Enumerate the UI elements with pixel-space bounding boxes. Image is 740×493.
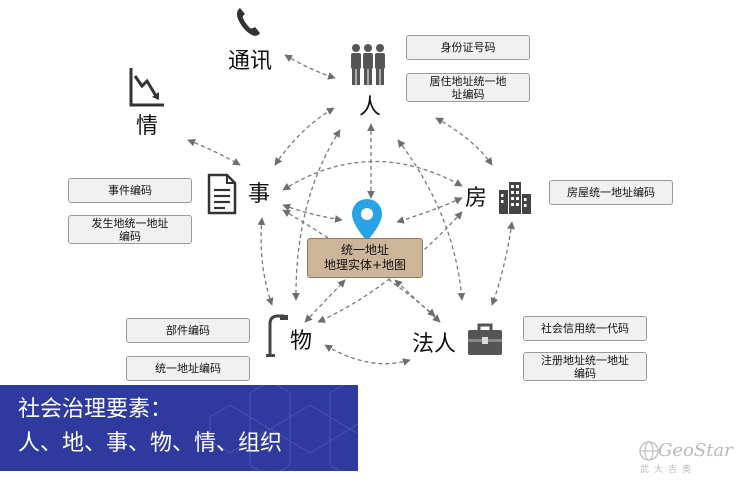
node-telecom: 通讯 bbox=[228, 49, 273, 74]
node-object: 物 bbox=[290, 329, 313, 354]
logo-name: GeoStar bbox=[658, 440, 733, 461]
center-line2: 地理实体+地图 bbox=[323, 258, 407, 272]
map-pin-icon bbox=[352, 199, 382, 241]
code-box-event-place: 发生地统一地址编码 bbox=[68, 215, 192, 244]
node-event: 事 bbox=[248, 182, 271, 207]
title-banner: 社会治理要素： 人、地、事、物、情、组织 bbox=[0, 385, 358, 471]
center-unified-address: 统一地址 地理实体+地图 bbox=[307, 238, 423, 278]
code-box-id-card: 身份证号码 bbox=[406, 35, 530, 60]
arrow-person-house bbox=[435, 117, 493, 166]
arrow-qing-event bbox=[187, 138, 241, 166]
arrow-object-center bbox=[304, 279, 346, 323]
logo-subtitle: 武大吉奥 bbox=[640, 465, 697, 475]
people-icon bbox=[351, 44, 385, 85]
node-house: 房 bbox=[465, 186, 488, 211]
code-box-address-code: 统一地址编码 bbox=[126, 356, 250, 381]
arrow-event-house bbox=[282, 160, 463, 191]
arrow-house-center bbox=[396, 197, 463, 224]
code-box-reg-address: 注册地址统一地址编码 bbox=[523, 352, 647, 381]
arrow-legal-center bbox=[394, 279, 441, 323]
arrow-house-legal bbox=[490, 221, 515, 306]
arrow-event-center bbox=[282, 203, 343, 223]
code-box-residence: 居住地址统一地址编码 bbox=[406, 73, 530, 102]
center-line1: 统一地址 bbox=[340, 243, 389, 257]
chart-decline-icon bbox=[129, 68, 164, 107]
briefcase-icon bbox=[468, 323, 502, 355]
banner-line1: 社会治理要素： bbox=[18, 397, 173, 422]
phone-icon bbox=[236, 8, 260, 36]
geostar-logo: GeoStar 武大吉奥 bbox=[638, 440, 734, 480]
document-icon bbox=[207, 173, 237, 215]
code-box-event-code: 事件编码 bbox=[68, 178, 192, 203]
buildings-icon bbox=[499, 182, 531, 214]
code-box-part-code: 部件编码 bbox=[126, 318, 250, 343]
arrow-tongxun-person bbox=[284, 54, 336, 80]
globe-icon bbox=[639, 441, 659, 461]
arrow-legal-object bbox=[324, 344, 411, 366]
code-box-credit-code: 社会信用统一代码 bbox=[523, 316, 647, 341]
banner-line2: 人、地、事、物、情、组织 bbox=[18, 431, 283, 456]
streetlight-icon bbox=[266, 314, 288, 357]
node-info: 情 bbox=[136, 114, 159, 139]
code-box-house-code: 房屋统一地址编码 bbox=[549, 180, 673, 205]
node-legal: 法人 bbox=[412, 332, 457, 357]
node-person: 人 bbox=[359, 95, 382, 120]
hexagon-pattern bbox=[209, 385, 358, 471]
arrow-object-event bbox=[257, 217, 274, 306]
